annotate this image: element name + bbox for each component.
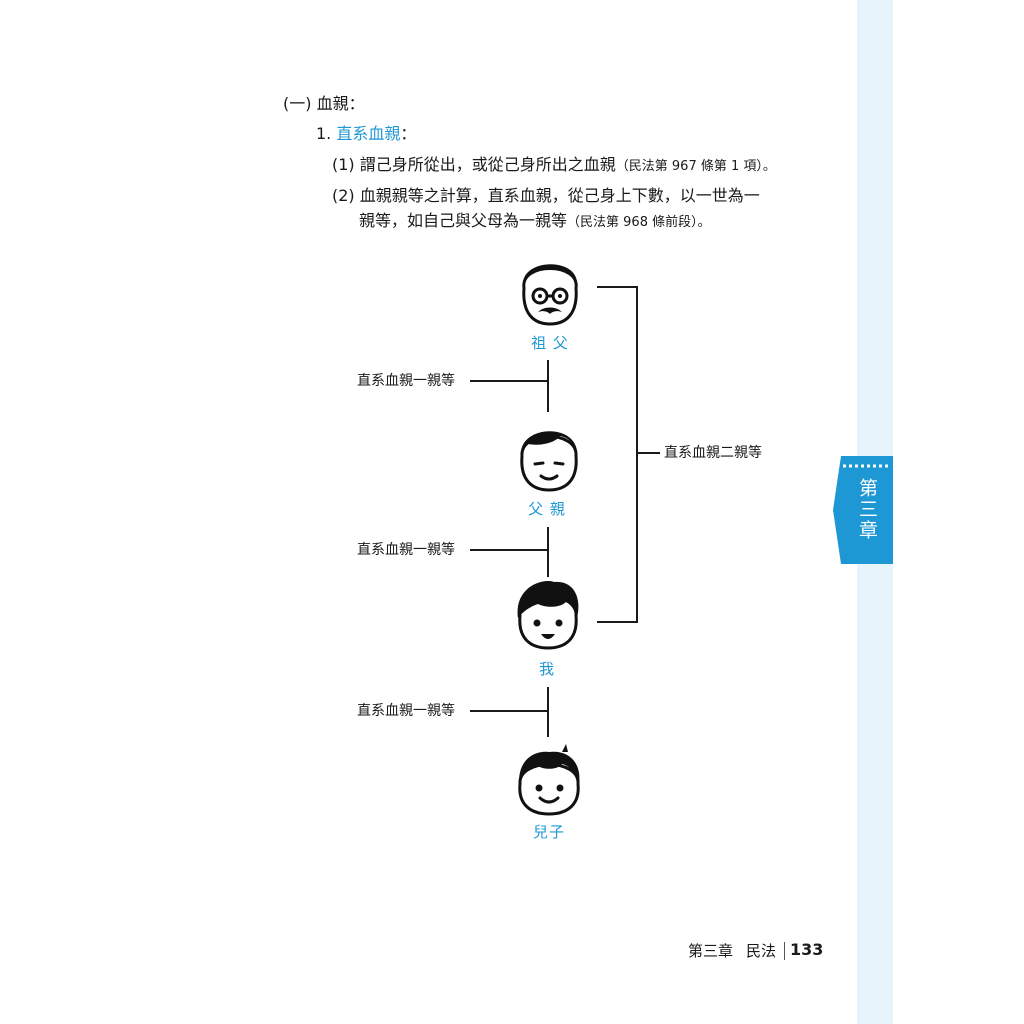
- grandfather-face-icon: [522, 264, 578, 326]
- item-1-heading: 1. 直系血親：: [316, 124, 416, 144]
- paragraph-2-line-2: 親等，如自己與父母為一親等（民法第 968 條前段）。: [359, 211, 711, 233]
- father-label: 父 親: [528, 500, 566, 518]
- tick-first-degree-2: [470, 549, 548, 551]
- bracket-top: [597, 286, 637, 288]
- self-label: 我: [538, 660, 555, 678]
- paragraph-1: (1) 謂己身所從出，或從己身所出之血親（民法第 967 條第 1 項）。: [332, 155, 776, 177]
- paragraph-2-ref: （民法第 968 條前段）。: [567, 215, 711, 230]
- first-degree-label-2: 直系血親一親等: [357, 542, 455, 558]
- second-degree-label: 直系血親二親等: [664, 445, 762, 461]
- bracket-tick: [636, 452, 660, 454]
- bracket-bottom: [597, 621, 638, 623]
- paragraph-2-text-2: 親等，如自己與父母為一親等: [359, 211, 568, 230]
- son-label: 兒子: [532, 823, 565, 841]
- item-1-suffix: ：: [400, 124, 417, 143]
- first-degree-label-1: 直系血親一親等: [357, 373, 455, 389]
- paragraph-1-ref: （民法第 967 條第 1 項）。: [615, 159, 776, 174]
- paragraph-2-line-1: (2) 血親親等之計算，直系血親，從己身上下數，以一世為一: [332, 186, 760, 206]
- footer-divider: [784, 942, 785, 960]
- chapter-tab-shape: [833, 456, 893, 564]
- father-face-icon: [520, 431, 578, 492]
- paragraph-1-text: 謂己身所從出，或從己身所出之血親: [359, 155, 616, 174]
- son-face-icon: [518, 744, 580, 816]
- grandfather-label: 祖 父: [531, 334, 569, 352]
- connector-self-son: [547, 687, 549, 737]
- page-number: 133: [790, 940, 824, 959]
- bracket-vertical: [636, 286, 638, 622]
- paragraph-2-text-1: 血親親等之計算，直系血親，從己身上下數，以一世為一: [359, 186, 760, 205]
- footer-chapter: 第三章: [688, 942, 734, 960]
- first-degree-label-3: 直系血親一親等: [357, 703, 455, 719]
- item-1-number: 1.: [316, 124, 332, 143]
- chapter-tab[interactable]: 第三章: [833, 456, 893, 564]
- connector-grandfather-father: [547, 360, 549, 412]
- section-heading: (一) 血親：: [283, 94, 365, 113]
- footer-subject: 民法: [746, 942, 777, 960]
- self-face-icon: [517, 581, 579, 650]
- item-1-title: 直系血親: [336, 124, 401, 143]
- tick-first-degree-3: [470, 710, 548, 712]
- tick-first-degree-1: [470, 380, 548, 382]
- paragraph-1-marker: (1): [332, 155, 355, 174]
- paragraph-2-marker: (2): [332, 186, 355, 205]
- chapter-tab-label: 第三章: [856, 478, 878, 541]
- connector-father-self: [547, 527, 549, 577]
